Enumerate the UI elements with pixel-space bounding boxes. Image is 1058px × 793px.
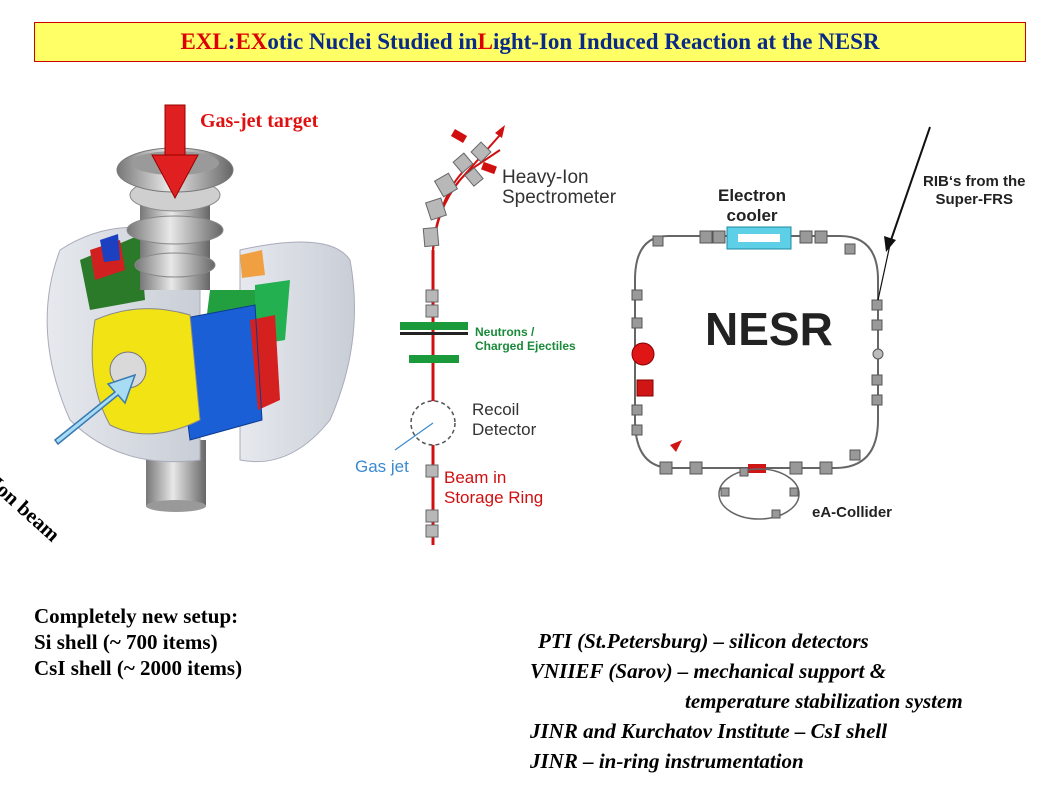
electron-cooler-label: Electron cooler: [718, 186, 787, 225]
nesr-label: NESR: [705, 303, 833, 355]
heavy-ion-spectrometer-label: Heavy-Ion Spectrometer: [502, 167, 617, 208]
institutes-list: PTI (St.Petersburg) – silicon detectors …: [530, 629, 963, 773]
recoil-detector-label: Recoil Detector: [472, 400, 537, 439]
neutrons-ejectiles-label: Neutrons / Charged Ejectiles: [475, 325, 576, 353]
exl-detector-illustration: [46, 104, 355, 512]
gas-jet-label: Gas jet: [355, 457, 409, 476]
nesr-ring-schematic: [631, 126, 931, 520]
beam-storage-ring-label: Beam in Storage Ring: [444, 468, 544, 507]
ea-collider-label: eA-Collider: [812, 504, 893, 521]
rib-super-frs-label: RIB‘s from the Super-FRS: [923, 173, 1026, 208]
setup-description: Completely new setup: Si shell (~ 700 it…: [34, 604, 243, 680]
beamline-schematic: [394, 125, 505, 545]
gas-jet-target-label: Gas-jet target: [200, 110, 319, 132]
